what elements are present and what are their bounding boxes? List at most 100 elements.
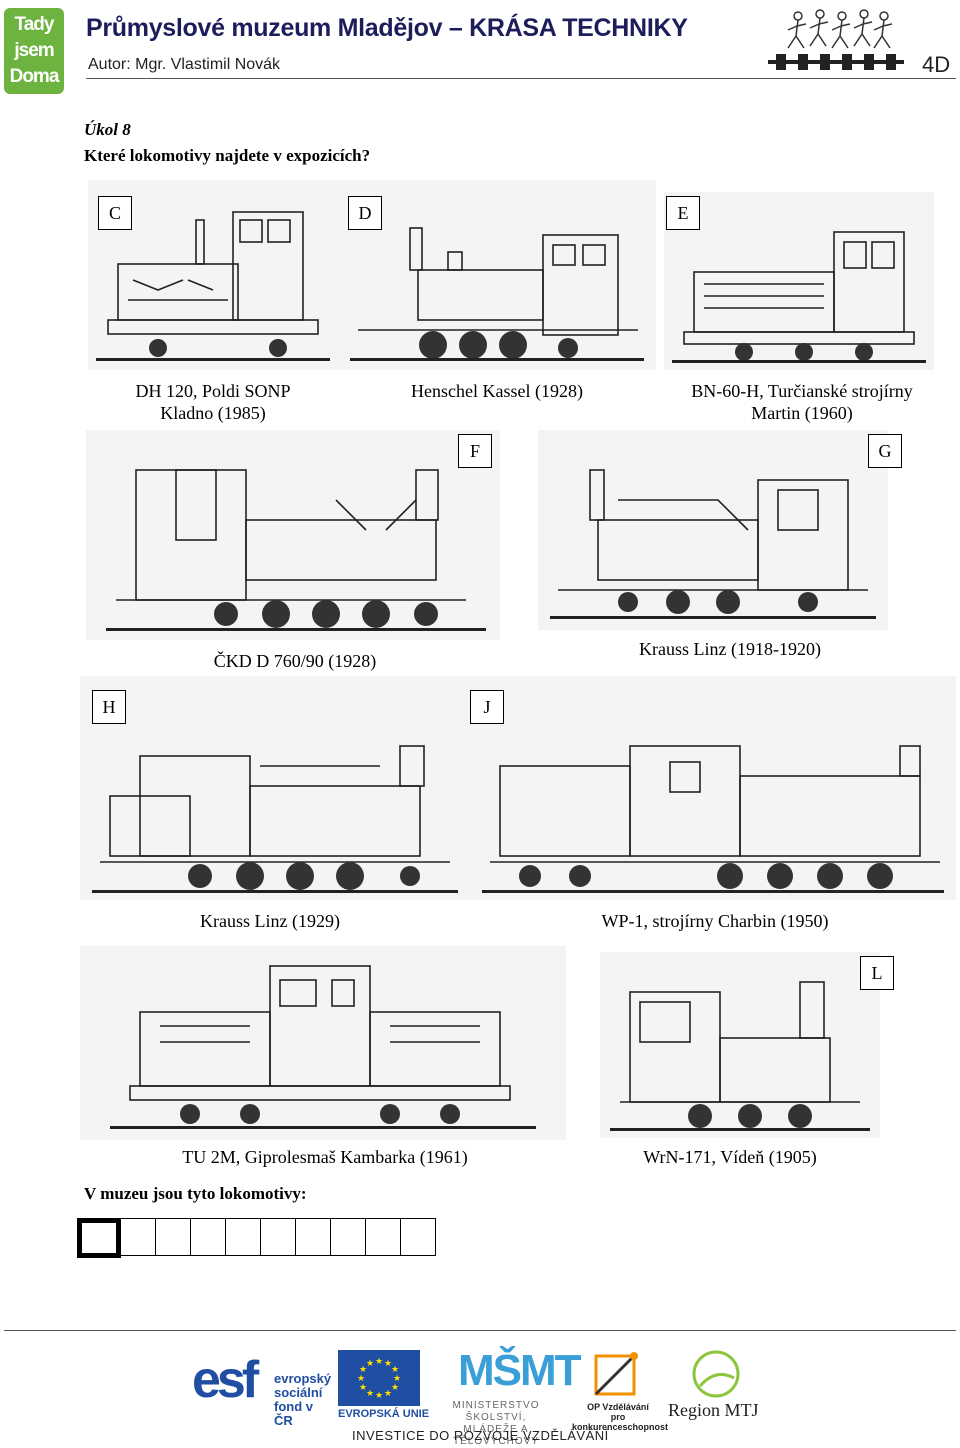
diesel-locomotive-icon	[96, 211, 330, 361]
esf-text-line: fond v ČR	[274, 1399, 313, 1428]
answer-box[interactable]	[365, 1218, 401, 1256]
msmt-logo: MŠMT	[458, 1346, 582, 1395]
locomotive-e-caption: BN-60-H, Turčianské strojírny Martin (19…	[654, 380, 950, 424]
locomotive-d-caption: Henschel Kassel (1928)	[370, 380, 624, 402]
answer-box[interactable]	[155, 1218, 191, 1256]
running-figures-icon	[768, 9, 904, 70]
steam-locomotive-icon	[92, 745, 458, 893]
investice-text: INVESTICE DO ROZVOJE VZDĚLÁVÁNÍ	[352, 1428, 609, 1443]
svg-text:★: ★	[391, 1383, 399, 1393]
answer-box[interactable]	[400, 1218, 436, 1256]
answer-box[interactable]	[77, 1218, 121, 1258]
steam-locomotive-icon	[350, 227, 644, 361]
svg-text:★: ★	[366, 1389, 374, 1399]
locomotive-k-caption: TU 2M, Giprolesmaš Kambarka (1961)	[140, 1146, 510, 1168]
esf-text-line: evropský	[274, 1371, 332, 1386]
header-divider	[86, 78, 956, 79]
caption-line: WP-1, strojírny Charbin (1950)	[601, 911, 829, 931]
locomotive-d-drawing	[338, 180, 656, 370]
svg-text:★: ★	[375, 1357, 383, 1367]
locomotive-letter-g: G	[868, 434, 902, 468]
logo-line: jsem	[14, 40, 54, 61]
grade-label: 4D	[922, 52, 951, 77]
svg-text:★: ★	[357, 1374, 365, 1384]
op-vzdelavani-logo	[594, 1352, 638, 1396]
locomotive-k-drawing	[80, 946, 566, 1140]
caption-line: WrN-171, Vídeň (1905)	[643, 1147, 817, 1167]
svg-text:★: ★	[359, 1365, 367, 1375]
locomotive-letter-c: C	[98, 196, 132, 230]
op-text-line: pro konkurenceschopnost	[572, 1412, 669, 1432]
msmt-text-line: MINISTERSTVO ŠKOLSTVÍ,	[452, 1400, 540, 1423]
svg-text:★: ★	[391, 1365, 399, 1375]
caption-line: Kladno (1985)	[160, 403, 266, 423]
caption-line: Martin (1960)	[751, 403, 853, 423]
caption-line: Henschel Kassel (1928)	[411, 381, 583, 401]
locomotive-letter-e: E	[666, 196, 700, 230]
region-mtj-logo	[692, 1350, 740, 1398]
locomotive-c-caption: DH 120, Poldi SONP Kladno (1985)	[88, 380, 338, 424]
msmt-text: MINISTERSTVO ŠKOLSTVÍ, MLÁDEŽE A TĚLOVÝC…	[426, 1400, 566, 1448]
tady-jsem-doma-logo: Tady jsem Doma	[4, 8, 64, 94]
svg-text:★: ★	[359, 1383, 367, 1393]
steam-locomotive-icon	[610, 981, 870, 1131]
locomotive-letter-j: J	[470, 690, 504, 724]
answer-box[interactable]	[225, 1218, 261, 1256]
svg-text:★: ★	[375, 1391, 383, 1401]
eu-flag-icon: ★★★★ ★★★★ ★★★★	[338, 1350, 420, 1406]
locomotive-e-drawing	[664, 192, 934, 370]
answer-box[interactable]	[120, 1218, 156, 1256]
locomotive-j-drawing	[470, 676, 956, 900]
esf-mark: esf	[192, 1351, 259, 1409]
svg-text:★: ★	[393, 1374, 401, 1384]
op-text-line: OP Vzdělávání	[587, 1402, 649, 1412]
diesel-locomotive-icon	[672, 231, 926, 363]
locomotive-h-caption: Krauss Linz (1929)	[140, 910, 400, 932]
footer-divider	[4, 1330, 956, 1331]
answer-box[interactable]	[260, 1218, 296, 1256]
steam-locomotive-icon	[106, 469, 486, 631]
locomotive-g-drawing	[538, 430, 888, 630]
logo-line: Doma	[9, 66, 60, 87]
steam-locomotive-with-tender-icon	[482, 745, 944, 893]
logo-line: Tady	[14, 14, 55, 35]
esf-text-line: sociální	[274, 1385, 323, 1400]
page-title: Průmyslové muzeum Mladějov – KRÁSA TECHN…	[86, 14, 688, 42]
locomotive-j-caption: WP-1, strojírny Charbin (1950)	[560, 910, 870, 932]
op-vzdelavani-text: OP Vzdělávání pro konkurenceschopnost	[572, 1402, 669, 1432]
task-label: Úkol 8	[84, 120, 131, 139]
locomotive-f-caption: ČKD D 760/90 (1928)	[150, 650, 440, 672]
answer-boxes	[77, 1218, 436, 1258]
caption-line: ČKD D 760/90 (1928)	[213, 651, 377, 671]
author: Autor: Mgr. Vlastimil Novák	[88, 56, 281, 73]
answer-box[interactable]	[330, 1218, 366, 1256]
answer-box[interactable]	[295, 1218, 331, 1256]
locomotive-letter-h: H	[92, 690, 126, 724]
steam-locomotive-icon	[550, 469, 876, 619]
eu-text: EVROPSKÁ UNIE	[338, 1408, 430, 1420]
region-mtj-text: Region MTJ	[668, 1400, 759, 1420]
locomotive-letter-d: D	[348, 196, 382, 230]
svg-text:★: ★	[366, 1359, 374, 1369]
svg-text:★: ★	[384, 1359, 392, 1369]
caption-line: Krauss Linz (1918-1920)	[639, 639, 821, 659]
msmt-text-line: MLÁDEŽE A TĚLOVÝCHOVY	[452, 1424, 540, 1447]
caption-line: TU 2M, Giprolesmaš Kambarka (1961)	[182, 1147, 468, 1167]
task-question: Které lokomotivy najdete v expozicích?	[84, 146, 371, 165]
locomotive-f-drawing	[86, 430, 500, 640]
locomotive-h-drawing	[80, 676, 470, 900]
caption-line: Krauss Linz (1929)	[200, 911, 340, 931]
answer-box[interactable]	[190, 1218, 226, 1256]
caption-line: BN-60-H, Turčianské strojírny	[691, 381, 913, 401]
locomotive-g-caption: Krauss Linz (1918-1920)	[580, 638, 880, 660]
answer-label: V muzeu jsou tyto lokomotivy:	[84, 1184, 307, 1203]
esf-logo: esf evropský sociální fond v ČR	[192, 1350, 331, 1428]
caption-line: DH 120, Poldi SONP	[135, 381, 291, 401]
diesel-locomotive-icon	[110, 965, 536, 1129]
locomotive-letter-f: F	[458, 434, 492, 468]
svg-text:★: ★	[384, 1389, 392, 1399]
esf-text: evropský sociální fond v ČR	[274, 1372, 331, 1428]
locomotive-l-caption: WrN-171, Vídeň (1905)	[600, 1146, 860, 1168]
locomotive-letter-l: L	[860, 956, 894, 990]
locomotive-l-drawing	[600, 952, 880, 1138]
